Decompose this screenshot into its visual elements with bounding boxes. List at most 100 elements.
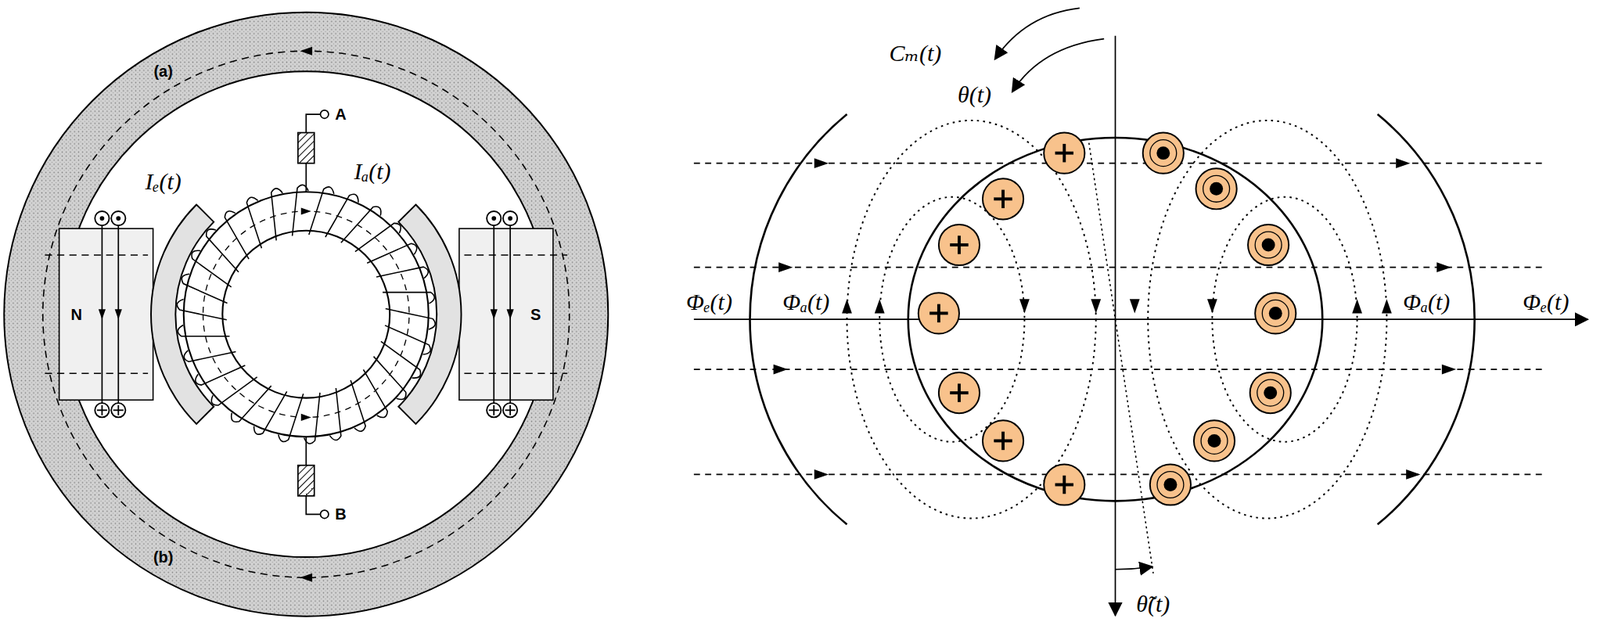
torque-arrow [995,7,1080,59]
flux-label-box: Φₐ(t) [1400,288,1453,317]
flux-arrowhead [841,298,853,313]
flux-arrowhead [98,309,106,320]
conductor [1043,463,1085,505]
armature-winding-turn [329,388,341,441]
flux-arrowhead [1381,298,1392,313]
flux-arrowhead [1395,158,1410,169]
current-in-cross [1001,431,1005,450]
current-out-ring [1254,231,1282,259]
flux-label: Φₑ(t) [1520,288,1572,317]
flux-arrowhead [1019,298,1030,313]
current-out-ring [1200,427,1228,454]
armature-flux-path [203,211,410,418]
flux-arrowhead [299,46,313,56]
field-current-label-box: Iₑ(t) [143,168,184,196]
flux-arrowhead [490,309,498,320]
terminal [320,110,329,119]
flux-arrowhead [1441,364,1457,375]
current-in-cross [1062,475,1066,494]
armature-winding-turn [176,298,227,320]
brush-lead [305,114,320,133]
horizontal-axis [693,318,1588,320]
conductor [1196,168,1237,209]
current-out-dot [1262,238,1276,252]
pole-flux-path [463,254,568,256]
flux-arrowhead [814,469,829,480]
armature-winding-turn [376,266,428,278]
armature-winding-turn [381,341,421,378]
current-out-ring [1257,379,1284,407]
torque-label-box: Cₘ(t) [887,39,945,68]
conductor [1254,292,1296,334]
current-out-symbol [94,211,109,226]
flux-arrowhead [778,262,793,273]
current-in-cross [1062,143,1066,162]
brush [298,133,315,164]
flux-arrowhead [506,309,515,320]
current-in-cross [117,405,119,416]
flux-arrowhead [301,207,312,215]
flux-arrowhead [115,309,123,320]
flux-label-box: Φₐ(t) [780,288,832,317]
flux-label-box: Φₑ(t) [683,288,735,317]
field-current-label: Iₑ(t) [143,168,184,196]
armature-winding-turn [363,369,388,418]
brush-lead [305,496,320,515]
armature-flux-loop [1147,120,1387,519]
stator-yoke [3,12,608,617]
armature-winding-turn [206,229,239,273]
conductor [918,292,960,334]
flux-diagram [693,7,1588,615]
armature-winding-turn [382,292,435,304]
armature-winding-turn [373,356,407,400]
armature-winding-turn [183,350,236,362]
current-out-dot [1163,478,1177,492]
current-out-ring [1203,175,1230,202]
armature-winding-turn [191,250,232,288]
pole-flux-path [44,254,148,256]
pole-label-box: N [71,305,83,324]
current-out-dot [1209,182,1223,196]
conductor [982,178,1024,220]
conductor [1250,372,1291,414]
terminal-label-box: A [333,105,348,123]
flux-label: Φₐ(t) [780,288,832,317]
flux-arrowhead [1129,298,1140,313]
armature-winding-turn [325,194,359,238]
flux-arrowhead [1351,298,1363,313]
armature-winding-turn [366,243,418,263]
angle-arc [1115,566,1153,570]
current-in-cross [937,304,941,323]
current-in-symbol [486,402,501,418]
armature-winding-turn [350,380,366,432]
terminal-label: A [333,105,348,123]
armature-winding-turn [211,377,257,406]
current-in-cross [101,405,104,416]
pole-flux-path [463,373,568,375]
torque-label: Cₘ(t) [887,39,945,68]
current-in-cross [1001,190,1005,209]
current-in-symbol [503,402,518,418]
conductor [1193,420,1235,461]
pole-body [459,228,554,400]
pole-label: S [530,305,541,324]
angle-arrow [1012,39,1104,93]
current-out-dot [1269,306,1283,320]
pole-label: N [71,305,83,324]
pole-label-box: S [530,305,541,324]
terminal-label-box: B [333,505,348,523]
brush-lead [305,436,307,466]
current-in-cross [957,235,961,254]
brush-lead [305,163,307,193]
pole-body [59,228,154,400]
pole-flux-path [44,373,148,375]
flux-arrowhead [874,298,885,313]
flux-label-box: Φₑ(t) [1520,288,1572,317]
current-in-cross [509,405,511,416]
conductor [1247,224,1289,266]
armature-flux-loop [1211,197,1357,443]
rotor-reference-line [1089,143,1154,574]
current-out-ring [1157,471,1184,499]
armature-flux-loop [846,120,1096,519]
